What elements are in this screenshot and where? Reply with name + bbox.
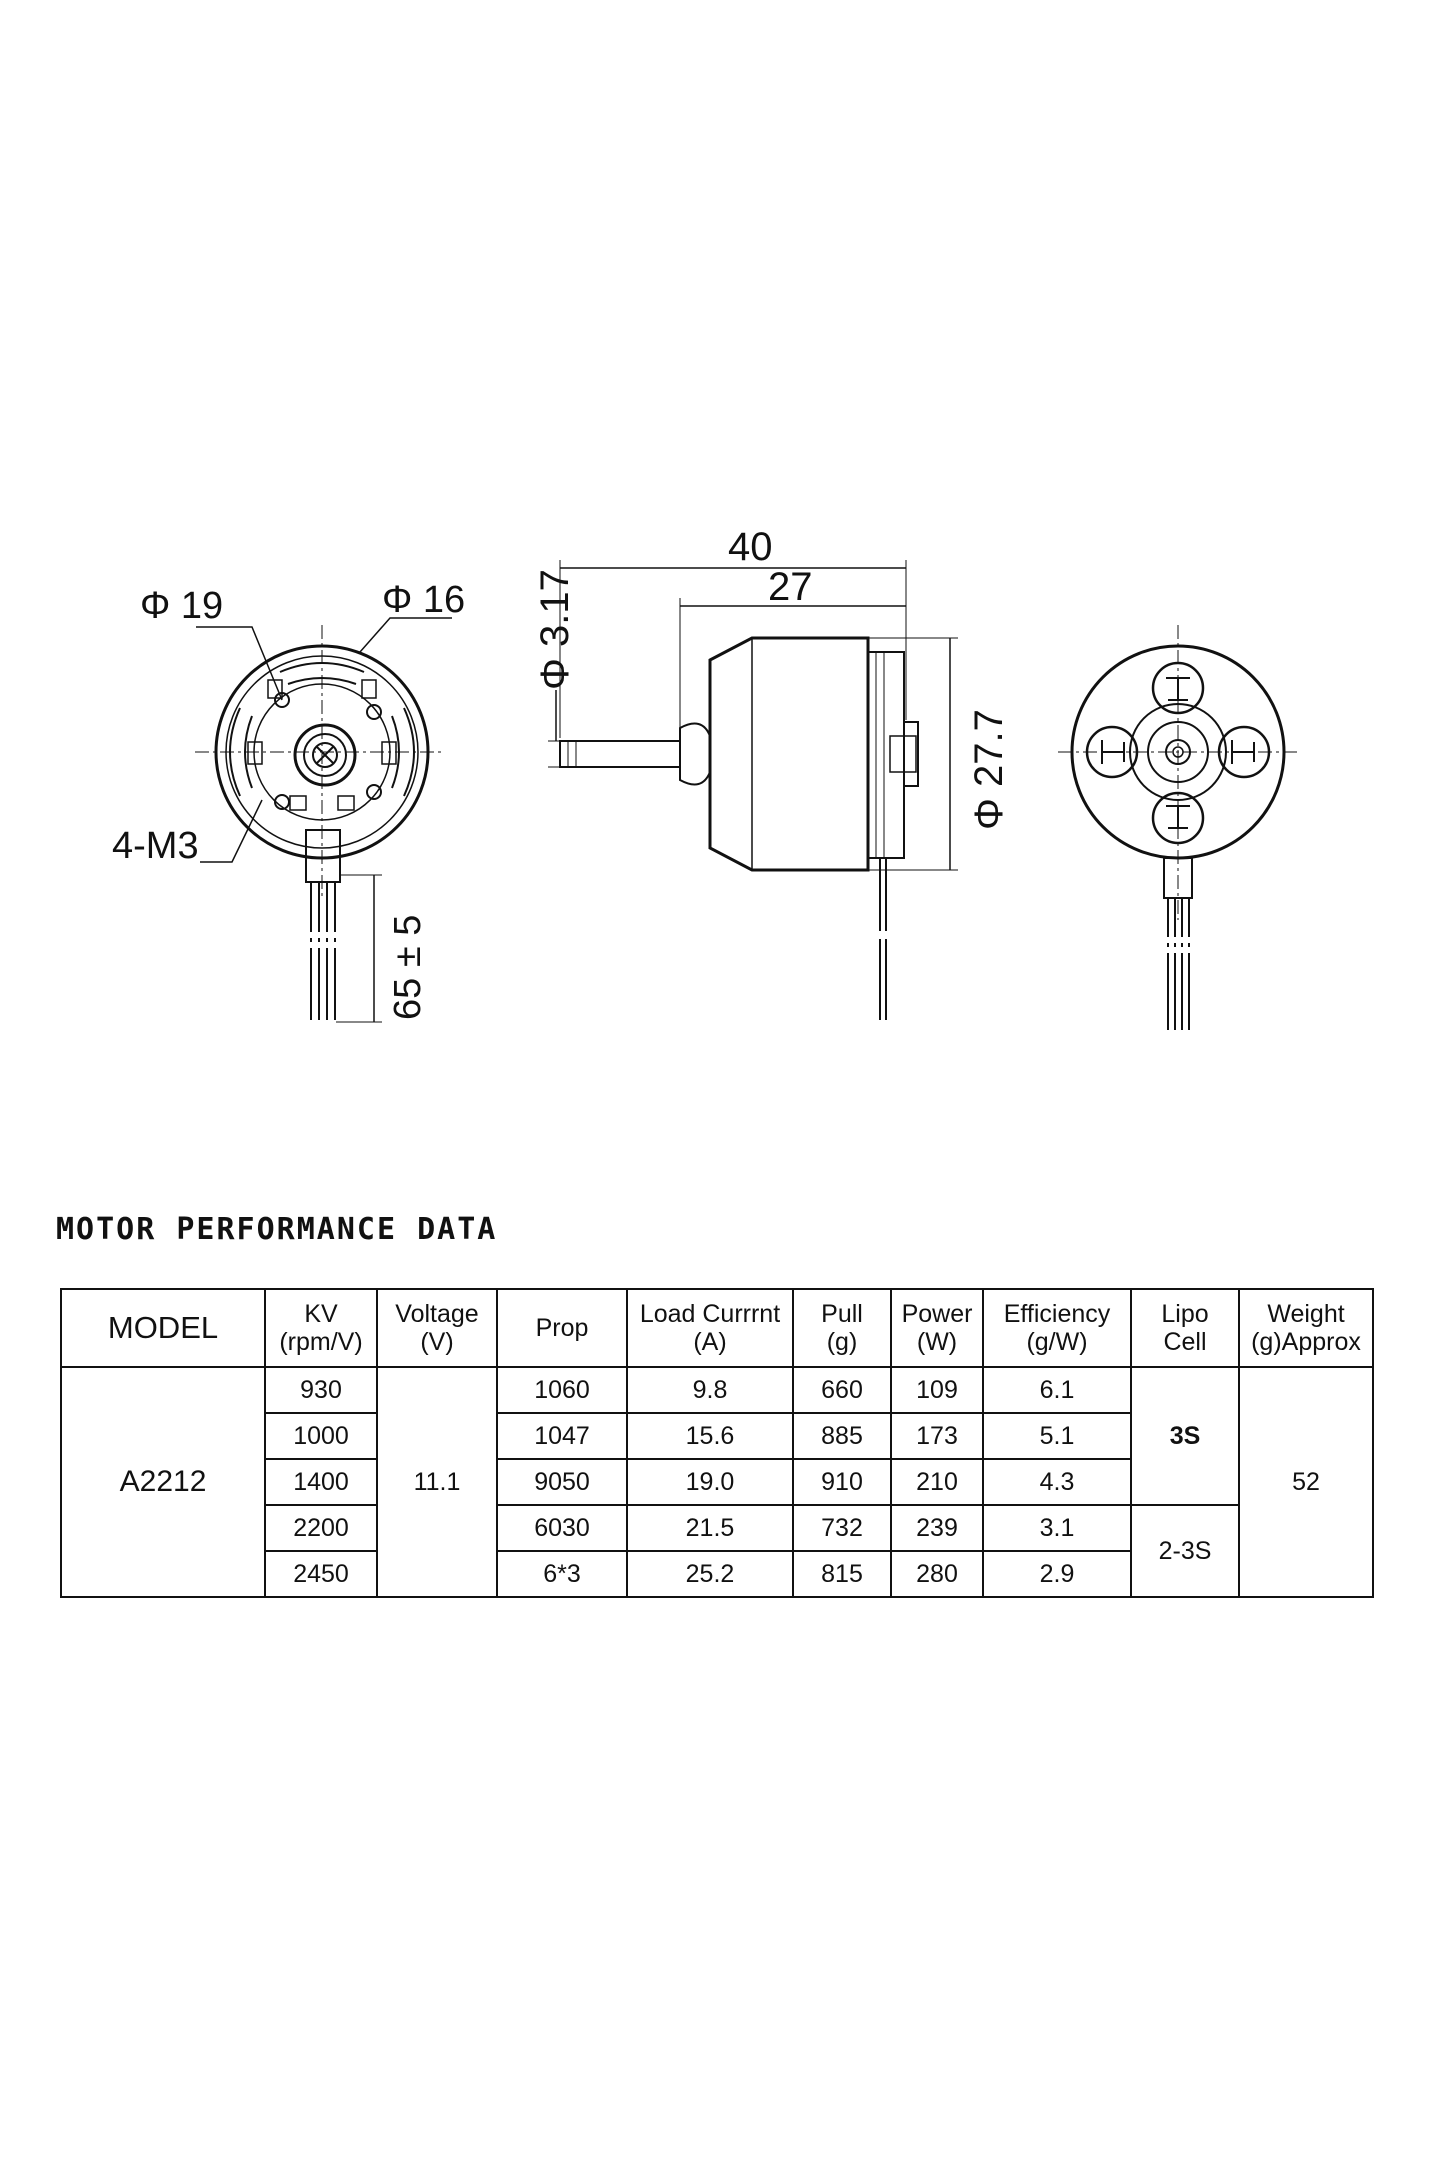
dim-mount-holes: 4-M3 — [112, 825, 199, 867]
header-efficiency-l2: (g/W) — [1026, 1328, 1088, 1356]
dim-phi16: Φ 16 — [382, 579, 465, 621]
rear-view — [1058, 625, 1300, 1030]
header-kv-l2: (rpm/V) — [279, 1328, 363, 1356]
pull-cell: 815 — [792, 1550, 892, 1598]
pull-cell: 732 — [792, 1504, 892, 1552]
voltage-cell: 11.1 — [376, 1366, 498, 1598]
motor-can — [708, 636, 870, 872]
power-cell: 109 — [890, 1366, 984, 1414]
header-kv: KV (rpm/V) — [264, 1288, 378, 1368]
front-outer-ring — [214, 644, 430, 860]
header-power-l2: (W) — [916, 1328, 958, 1356]
prop-cell: 1060 — [496, 1366, 628, 1414]
efficiency-cell: 6.1 — [982, 1366, 1132, 1414]
mount-hole — [274, 794, 290, 810]
power-cell: 173 — [890, 1412, 984, 1460]
kv-cell: 1400 — [264, 1458, 378, 1506]
header-pull: Pull (g) — [792, 1288, 892, 1368]
header-lipo: Lipo Cell — [1130, 1288, 1240, 1368]
shaft — [559, 740, 681, 768]
header-current-l1: Load Currrnt — [639, 1300, 781, 1328]
table-row: 1000 1047 15.6 885 173 5.1 — [61, 1412, 1373, 1460]
lipo-cell: 2-3S — [1130, 1504, 1240, 1598]
efficiency-cell: 5.1 — [982, 1412, 1132, 1460]
kv-cell: 1000 — [264, 1412, 378, 1460]
motor-technical-drawing: Φ 19 Φ 16 4-M3 65 ± 5 — [112, 525, 1300, 1030]
header-power: Power (W) — [890, 1288, 984, 1368]
header-pull-l2: (g) — [826, 1328, 858, 1356]
dim-shaft-diameter: Φ 3.17 — [533, 569, 577, 690]
header-efficiency-l1: Efficiency — [1003, 1300, 1111, 1328]
dim-body-length: 27 — [768, 565, 813, 609]
mount-hole — [274, 692, 290, 708]
efficiency-cell: 2.9 — [982, 1550, 1132, 1598]
header-voltage-l2: (V) — [420, 1328, 454, 1356]
mount-lobe — [1085, 725, 1139, 779]
side-view — [548, 560, 958, 1020]
dim-body-diameter: Φ 27.7 — [967, 709, 1011, 830]
current-cell: 9.8 — [626, 1366, 794, 1414]
table-row: A2212 930 11.1 1060 9.8 660 109 6.1 3S 5… — [60, 1366, 1374, 1598]
header-weight-l1: Weight — [1267, 1300, 1345, 1328]
header-model: MODEL — [60, 1288, 266, 1368]
efficiency-cell: 3.1 — [982, 1504, 1132, 1552]
current-cell: 15.6 — [626, 1412, 794, 1460]
header-current: Load Currrnt (A) — [626, 1288, 794, 1368]
header-power-l1: Power — [901, 1300, 973, 1328]
prop-cell: 9050 — [496, 1458, 628, 1506]
model-cell: A2212 — [60, 1366, 266, 1598]
kv-cell: 2200 — [264, 1504, 378, 1552]
mount-lobe — [1217, 725, 1271, 779]
weight-cell: 52 — [1238, 1366, 1374, 1598]
header-current-l2: (A) — [693, 1328, 727, 1356]
prop-cell: 6030 — [496, 1504, 628, 1552]
header-efficiency: Efficiency (g/W) — [982, 1288, 1132, 1368]
header-pull-l1: Pull — [821, 1300, 863, 1328]
header-row: MODEL KV (rpm/V) Voltage (V) Prop Load C… — [60, 1288, 1374, 1368]
header-lipo-l1: Lipo — [1161, 1300, 1209, 1328]
header-voltage: Voltage (V) — [376, 1288, 498, 1368]
pull-cell: 910 — [792, 1458, 892, 1506]
current-cell: 25.2 — [626, 1550, 794, 1598]
prop-cell: 1047 — [496, 1412, 628, 1460]
kv-cell: 930 — [264, 1366, 378, 1414]
performance-table: MODEL KV (rpm/V) Voltage (V) Prop Load C… — [60, 1288, 1374, 1598]
prop-cell: 6*3 — [496, 1550, 628, 1598]
efficiency-cell: 4.3 — [982, 1458, 1132, 1506]
table-row: 2200 6030 21.5 732 239 3.1 2-3S — [61, 1504, 1373, 1598]
kv-cell: 2450 — [264, 1550, 378, 1598]
pull-cell: 885 — [792, 1412, 892, 1460]
stator-base — [867, 651, 905, 859]
table-row: 1400 9050 19.0 910 210 4.3 — [61, 1458, 1373, 1506]
header-lipo-l2: Cell — [1163, 1328, 1207, 1356]
current-cell: 21.5 — [626, 1504, 794, 1552]
mount-hole — [366, 704, 382, 720]
dim-phi19: Φ 19 — [140, 585, 223, 627]
header-prop: Prop — [496, 1288, 628, 1368]
header-voltage-l1: Voltage — [395, 1300, 479, 1328]
front-view — [195, 617, 452, 1023]
power-cell: 239 — [890, 1504, 984, 1552]
power-cell: 280 — [890, 1550, 984, 1598]
power-cell: 210 — [890, 1458, 984, 1506]
front-hub — [293, 723, 357, 787]
header-weight: Weight (g)Approx — [1238, 1288, 1374, 1368]
lipo-cell: 3S — [1130, 1366, 1240, 1506]
current-cell: 19.0 — [626, 1458, 794, 1506]
dim-total-length: 40 — [728, 525, 773, 569]
pull-cell: 660 — [792, 1366, 892, 1414]
dim-lead-length: 65 ± 5 — [387, 915, 429, 1020]
performance-title: MOTOR PERFORMANCE DATA — [56, 1212, 498, 1247]
table-row: 2450 6*3 25.2 815 280 2.9 — [61, 1550, 1373, 1598]
header-kv-l1: KV — [304, 1300, 338, 1328]
header-weight-l2: (g)Approx — [1251, 1328, 1361, 1356]
mount-hole — [366, 784, 382, 800]
mount-lobe — [1151, 791, 1205, 845]
mount-lobe — [1151, 661, 1205, 715]
